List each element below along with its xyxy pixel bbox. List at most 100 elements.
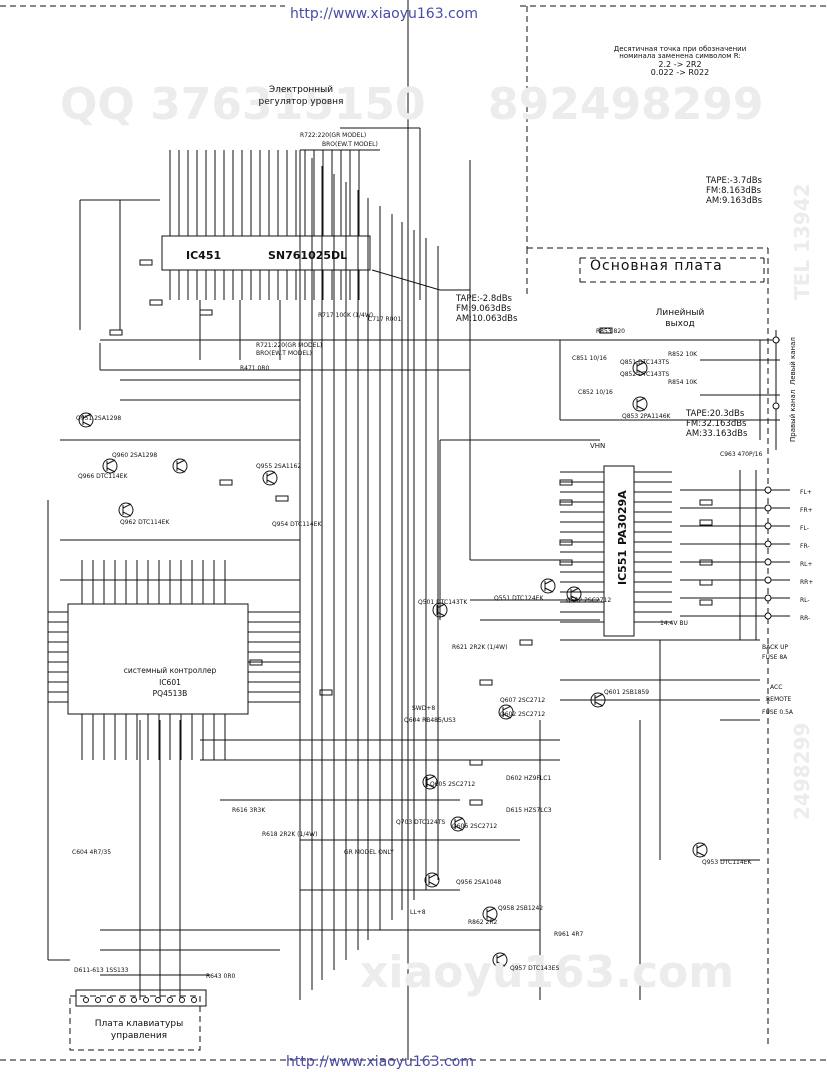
speaker-fl-minus: FL- — [800, 525, 809, 532]
resistor-symbol — [599, 327, 613, 334]
component-r471: R471 0R0 — [240, 365, 270, 372]
component-c717: C717 R001 — [368, 316, 402, 323]
connector-pin — [155, 997, 161, 1003]
transistor-symbol — [102, 458, 118, 474]
component-r852: R852 10K — [668, 351, 698, 358]
wire — [454, 825, 464, 831]
transistor-symbol — [492, 952, 508, 968]
wire — [544, 579, 554, 585]
connector-pin — [764, 504, 772, 512]
transistor-symbol — [432, 602, 448, 618]
transistor-symbol — [482, 906, 498, 922]
wire — [502, 713, 512, 719]
swd-label: SWD+8 — [412, 705, 436, 712]
footer-url[interactable]: http://www.xiaoyu163.com — [286, 1054, 474, 1070]
back-up-label: BACK UP — [762, 644, 789, 651]
connector-pin — [764, 486, 772, 494]
component-q956: Q956 2SA1048 — [456, 879, 502, 886]
speaker-fr-plus: FR+ — [800, 507, 813, 514]
wire — [82, 413, 92, 419]
resistor-symbol — [149, 299, 163, 306]
component-r616: R616 3R3K — [232, 807, 266, 814]
level-mid-0: TAPE:-2.8dBs — [456, 294, 512, 304]
right-channel-label: Правый канал — [789, 389, 797, 442]
voltage-label: 14.4V BU — [660, 620, 688, 627]
wire — [436, 603, 446, 609]
left-channel-label: Левый канал — [789, 337, 797, 385]
wire — [371, 269, 441, 291]
watermark-number: 892498299 — [488, 79, 764, 130]
resistor-symbol — [249, 659, 263, 666]
component-q602: Q602 2SC2712 — [500, 711, 546, 718]
resistor-symbol — [469, 759, 483, 766]
wire — [266, 471, 276, 477]
component-q954: Q954 DTC114EK — [272, 521, 322, 528]
resistor-symbol — [469, 799, 483, 806]
resistor-symbol — [699, 519, 713, 526]
ic551-package — [603, 465, 635, 637]
wire — [426, 783, 436, 789]
transistor-symbol — [632, 396, 648, 412]
component-q853: Q853 2PA1146K — [622, 413, 671, 420]
resistor-symbol — [699, 599, 713, 606]
component-q960: Q960 2SA1298 — [112, 452, 158, 459]
component-q551: Q551 DTC124EK — [494, 595, 544, 602]
connector-pin — [107, 997, 113, 1003]
component-r862: R862 2R2 — [468, 919, 498, 926]
keyboard-board-outline — [69, 995, 201, 1051]
component-q953: Q953 DTC114EK — [702, 859, 752, 866]
component-q605: Q605 2SC2712 — [430, 781, 476, 788]
component-q958: Q958 2SB1242 — [498, 905, 544, 912]
component-q955: Q955 2SA1162 — [256, 463, 302, 470]
resistor-symbol — [109, 329, 123, 336]
connector-pin — [191, 997, 197, 1003]
transistor-symbol — [498, 704, 514, 720]
resistor-symbol — [199, 309, 213, 316]
resistor-symbol — [275, 495, 289, 502]
component-q957: Q957 DTC143ES — [510, 965, 560, 972]
connector-pin — [179, 997, 185, 1003]
transistor-symbol — [118, 502, 134, 518]
linear-out-caption-1: Линейный — [655, 308, 705, 318]
connector-pin — [83, 997, 89, 1003]
component-q851: Q851 DTC143TS — [620, 359, 670, 366]
wire — [106, 467, 116, 473]
wire — [594, 693, 604, 699]
wire — [428, 873, 438, 879]
transistor-symbol — [78, 412, 94, 428]
component-q607: Q607 2SC2712 — [500, 697, 546, 704]
component-q604: Q604 RB485/US3 — [404, 717, 456, 724]
connector-pin — [772, 402, 780, 410]
speaker-rl-minus: RL- — [800, 597, 810, 604]
wire — [696, 843, 706, 849]
component-q852: Q852 DTC143TS — [620, 371, 670, 378]
wire — [486, 915, 496, 921]
wire — [636, 369, 646, 375]
remote-label: REMOTE — [766, 696, 792, 703]
transistor-symbol — [632, 360, 648, 376]
note-line-4: 0.022 -> R022 — [650, 68, 710, 78]
speaker-rr-plus: RR+ — [800, 579, 814, 586]
transistor-symbol — [566, 586, 582, 602]
ic451-label: IC451 — [186, 249, 222, 262]
wire — [636, 397, 646, 403]
component-q552: Q552 2SC2712 — [566, 597, 612, 604]
connector-pin — [167, 997, 173, 1003]
component-r621: R621 2R2K (1/4W) — [452, 644, 508, 651]
main-board-title: Основная плата — [590, 258, 723, 274]
header-url[interactable]: http://www.xiaoyu163.com — [290, 6, 478, 22]
resistor-symbol — [519, 639, 533, 646]
component-d602: D602 HZ9FLC1 — [506, 775, 552, 782]
level-right-mid-0: TAPE:20.3dBs — [686, 409, 745, 419]
r721-model-note: R721:220(GR MODEL) — [256, 342, 323, 349]
keyboard-connector — [75, 989, 207, 1007]
component-r961: R961 4R7 — [554, 931, 584, 938]
wire — [570, 587, 580, 593]
regulator-caption-2: регулятор уровня — [258, 97, 344, 107]
level-mid-2: AM:10.063dBs — [456, 314, 518, 324]
ic451-part: SN761025DL — [268, 249, 348, 262]
resistor-symbol — [319, 689, 333, 696]
connector-pin — [764, 612, 772, 620]
fuse-8a-label: FUSE 8A — [762, 654, 788, 661]
